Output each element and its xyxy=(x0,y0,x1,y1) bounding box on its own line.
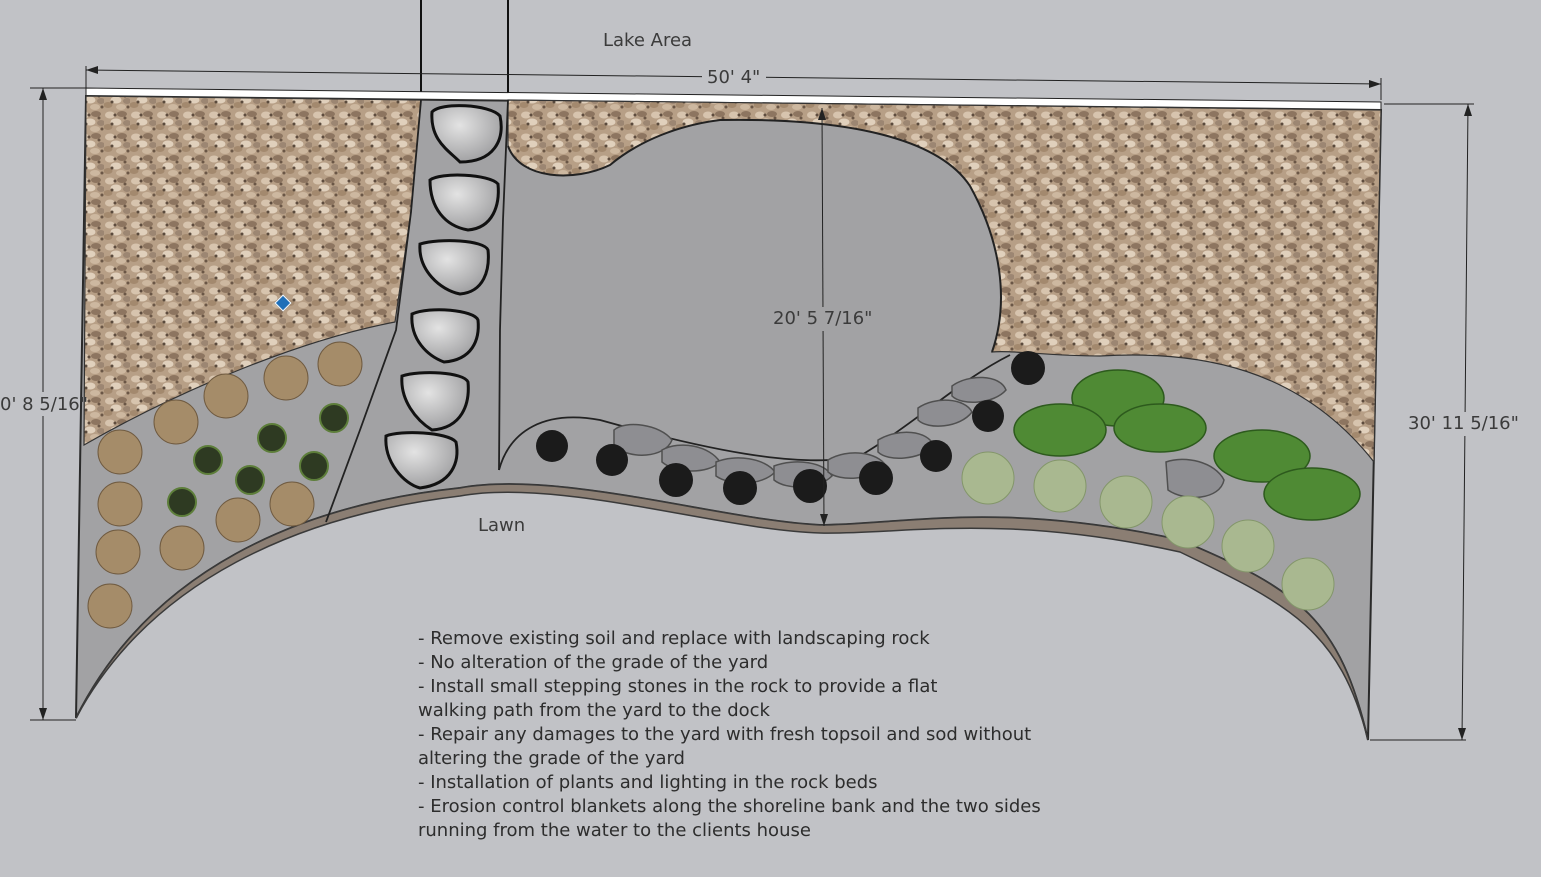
path-left-border xyxy=(325,99,422,523)
stepping-stones xyxy=(384,104,503,490)
note-line: - Erosion control blankets along the sho… xyxy=(418,796,1041,817)
path-right-border xyxy=(498,99,509,471)
ornamental-grasses xyxy=(87,341,363,629)
dark-tufts xyxy=(536,351,1045,505)
pale-grasses xyxy=(961,451,1335,611)
green-shrubs xyxy=(1013,369,1361,521)
note-line: - No alteration of the grade of the yard xyxy=(418,652,769,673)
left-depth-dimension: 0' 8 5/16" xyxy=(0,394,88,415)
note-line: - Remove existing soil and replace with … xyxy=(418,628,930,649)
note-line: running from the water to the clients ho… xyxy=(418,820,811,841)
patio-dim-bg xyxy=(770,307,876,331)
left-gravel-bed xyxy=(83,95,422,447)
note-line: - Installation of plants and lighting in… xyxy=(418,772,878,793)
lawn-edging xyxy=(75,483,1369,741)
lake-area-label: Lake Area xyxy=(603,30,693,51)
patio-outline xyxy=(507,118,1002,353)
lawn-label: Lawn xyxy=(478,515,526,536)
left-dim-bg xyxy=(0,392,76,416)
right-depth-dimension: 30' 11 5/16" xyxy=(1408,413,1519,434)
project-notes: - Remove existing soil and replace with … xyxy=(418,627,1041,843)
top-width-dimension: 50' 4" xyxy=(707,67,761,88)
note-line: - Repair any damages to the yard with fr… xyxy=(418,724,1032,745)
top-dim-bg xyxy=(702,66,766,88)
dock xyxy=(420,0,509,101)
note-line: - Install small stepping stones in the r… xyxy=(418,676,938,697)
note-line: altering the grade of the yard xyxy=(418,748,685,769)
right-dim-bg xyxy=(1404,412,1520,436)
patio-depth-dimension: 20' 5 7/16" xyxy=(773,308,873,329)
flowering-plants xyxy=(167,403,349,517)
dimension-arrows xyxy=(39,66,1472,740)
note-line: walking path from the yard to the dock xyxy=(418,700,770,721)
